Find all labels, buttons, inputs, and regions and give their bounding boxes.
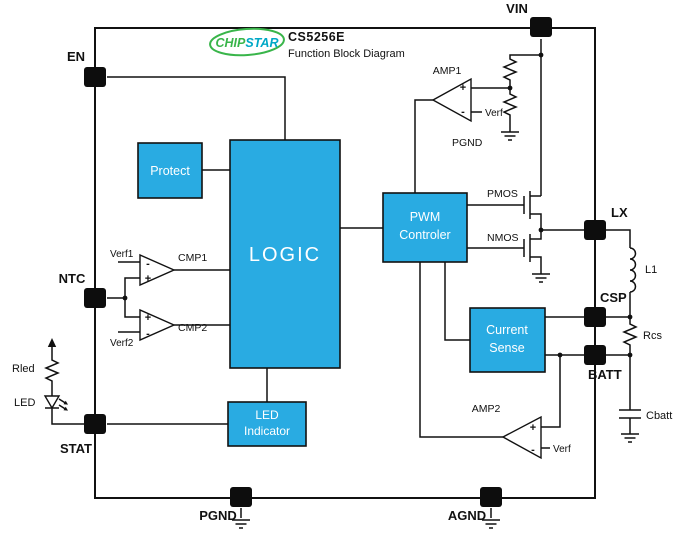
logic-block-label: LOGIC bbox=[249, 244, 321, 266]
divider-resistor-bottom-symbol bbox=[502, 92, 518, 117]
led-label: LED bbox=[14, 397, 35, 409]
chipstar-logo: CHIPSTAR bbox=[209, 27, 285, 57]
amp2-ref-label: Verf bbox=[553, 444, 571, 455]
wire-amp2-plus-in bbox=[541, 355, 561, 428]
amp1-label: AMP1 bbox=[433, 65, 462, 77]
pin-en bbox=[84, 67, 106, 87]
wire-csense-pwm bbox=[444, 262, 470, 341]
pin-label-stat: STAT bbox=[60, 441, 92, 456]
current-sense-label-line2: Sense bbox=[489, 341, 524, 355]
pwm-controller-block bbox=[382, 192, 468, 263]
wire-en-logic bbox=[107, 76, 286, 140]
wire-nmos-drain bbox=[530, 230, 542, 240]
pin-pgnd bbox=[230, 487, 252, 507]
pin-label-en: EN bbox=[67, 49, 85, 64]
logic-block bbox=[229, 139, 341, 369]
logo-text-chip: CHIP bbox=[216, 36, 247, 50]
wires bbox=[51, 39, 631, 518]
wire-pmos-source bbox=[530, 213, 542, 230]
divider-resistor-top-symbol bbox=[502, 57, 518, 82]
pwm-block-label-line1: PWM bbox=[410, 210, 441, 224]
pin-csp bbox=[584, 307, 606, 327]
amp2-minus-sign: - bbox=[531, 444, 535, 456]
led-indicator-label-line1: LED bbox=[255, 408, 279, 422]
protect-block bbox=[137, 142, 203, 199]
rled-resistor-symbol bbox=[44, 358, 60, 383]
wire-lx-ext bbox=[606, 229, 631, 248]
inductor-l1-symbol bbox=[629, 247, 637, 293]
pmos-label: PMOS bbox=[487, 188, 518, 200]
led-indicator-label-line2: Indicator bbox=[244, 424, 290, 438]
amp2-opamp-symbol bbox=[501, 415, 542, 460]
pin-label-csp: CSP bbox=[600, 290, 627, 305]
pin-agnd bbox=[480, 487, 502, 507]
pin-stat bbox=[84, 414, 106, 434]
current-sense-block bbox=[469, 307, 546, 373]
amp2-plus-sign: + bbox=[530, 422, 536, 434]
divider-ground-label: PGND bbox=[452, 137, 483, 149]
part-number: CS5256E bbox=[288, 30, 345, 44]
wire-vin-divider-branch bbox=[509, 54, 541, 57]
ground-icon-divider bbox=[500, 131, 520, 141]
pin-lx bbox=[584, 220, 606, 240]
ground-icon-cbatt bbox=[620, 433, 640, 443]
cbatt-label: Cbatt bbox=[646, 410, 672, 422]
amp1-plus-sign: + bbox=[460, 82, 466, 94]
junction-dots bbox=[122, 52, 633, 358]
inductor-label: L1 bbox=[645, 264, 657, 276]
pin-label-lx: LX bbox=[611, 205, 628, 220]
cmp1-comparator-symbol bbox=[139, 253, 176, 287]
cmp2-ref-label: Verf2 bbox=[110, 338, 134, 349]
led-indicator-block bbox=[227, 401, 307, 447]
pin-label-agnd: AGND bbox=[448, 508, 486, 523]
wire-amp1-out bbox=[414, 99, 433, 193]
wire-nmos-source-gnd bbox=[530, 256, 542, 274]
pmos-symbol bbox=[523, 191, 531, 219]
ground-icon-nmos bbox=[531, 273, 551, 283]
led-symbol bbox=[43, 395, 68, 411]
cmp1-plus-sign: + bbox=[145, 273, 151, 285]
pwm-block-label-line2: Controler bbox=[399, 228, 450, 242]
pin-batt bbox=[584, 345, 606, 365]
amp1-minus-sign: - bbox=[461, 106, 465, 118]
amp1-opamp-symbol bbox=[431, 77, 472, 123]
pin-vin bbox=[530, 17, 552, 37]
nmos-symbol bbox=[523, 234, 531, 262]
cbatt-capacitor-symbol bbox=[619, 409, 641, 419]
pin-label-pgnd: PGND bbox=[199, 508, 237, 523]
logo-text-star: STAR bbox=[245, 36, 278, 50]
rcs-label: Rcs bbox=[643, 330, 662, 342]
current-sense-label-line1: Current bbox=[486, 323, 528, 337]
cmp1-minus-sign: - bbox=[146, 258, 150, 270]
rcs-resistor-symbol bbox=[622, 322, 638, 347]
cmp2-minus-sign: - bbox=[146, 328, 150, 340]
chip-boundary bbox=[94, 27, 596, 499]
rled-label: Rled bbox=[12, 363, 35, 375]
wire-stat-led bbox=[51, 408, 84, 425]
svg-text:CHIPSTAR: CHIPSTAR bbox=[216, 36, 279, 50]
cmp1-label: CMP1 bbox=[178, 252, 207, 264]
cmp2-plus-sign: + bbox=[145, 312, 151, 324]
cmp1-ref-label: Verf1 bbox=[110, 249, 134, 260]
pin-label-batt: BATT bbox=[588, 367, 622, 382]
amp1-ref-label: Verf bbox=[485, 108, 503, 119]
wire-amp2-out bbox=[419, 262, 503, 438]
amp2-label: AMP2 bbox=[472, 403, 501, 415]
pin-label-vin: VIN bbox=[506, 1, 528, 16]
nmos-label: NMOS bbox=[487, 232, 519, 244]
logo-swoosh-icon bbox=[209, 27, 285, 57]
diagram-subtitle: Function Block Diagram bbox=[288, 48, 405, 60]
pin-label-ntc: NTC bbox=[59, 271, 86, 286]
pin-ntc bbox=[84, 288, 106, 308]
cmp2-label: CMP2 bbox=[178, 322, 207, 334]
protect-block-label: Protect bbox=[150, 164, 190, 178]
cmp2-comparator-symbol bbox=[139, 308, 176, 342]
supply-arrow-icon bbox=[47, 338, 57, 347]
